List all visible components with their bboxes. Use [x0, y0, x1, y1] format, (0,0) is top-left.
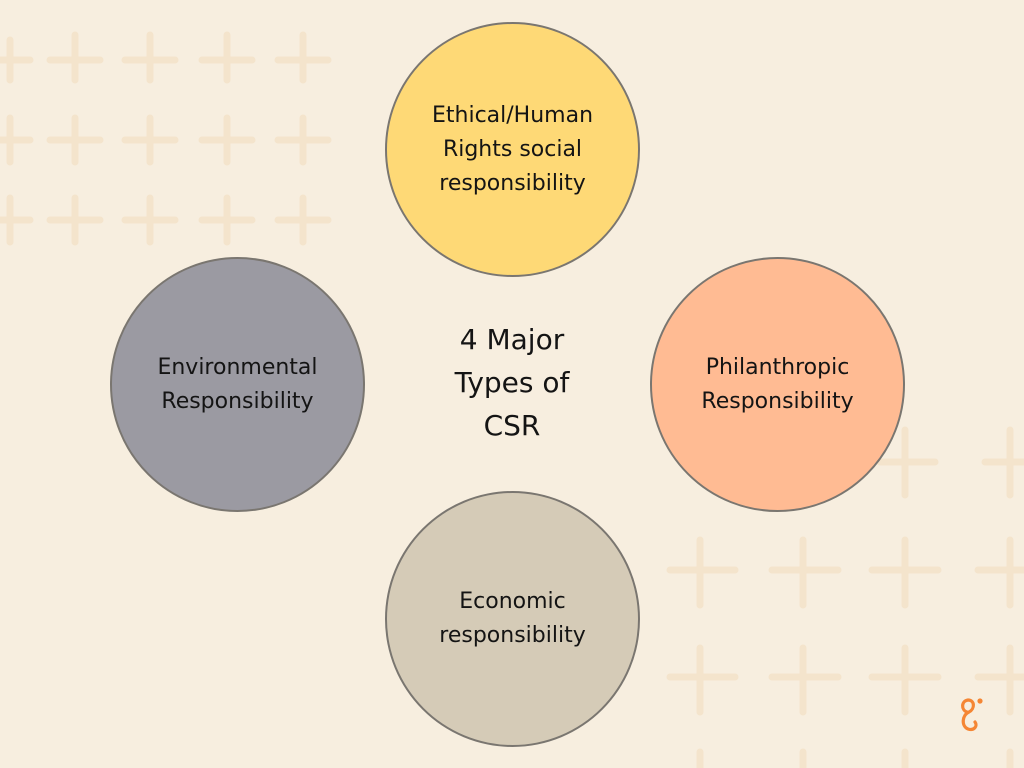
- node-environmental: Environmental Responsibility: [110, 257, 365, 512]
- node-label: Ethical/Human Rights social responsibili…: [431, 102, 594, 196]
- node-label: Environmental Responsibility: [157, 354, 318, 414]
- node-label: Philanthropic Responsibility: [701, 354, 854, 414]
- node-label: Economic responsibility: [439, 589, 586, 648]
- node-ethical-human-rights: Ethical/Human Rights social responsibili…: [385, 22, 640, 277]
- node-philanthropic: Philanthropic Responsibility: [650, 257, 905, 512]
- diagram-title: 4 Major Types of CSR: [454, 323, 570, 442]
- node-economic: Economic responsibility: [385, 491, 640, 747]
- brand-logo-icon: [961, 698, 983, 732]
